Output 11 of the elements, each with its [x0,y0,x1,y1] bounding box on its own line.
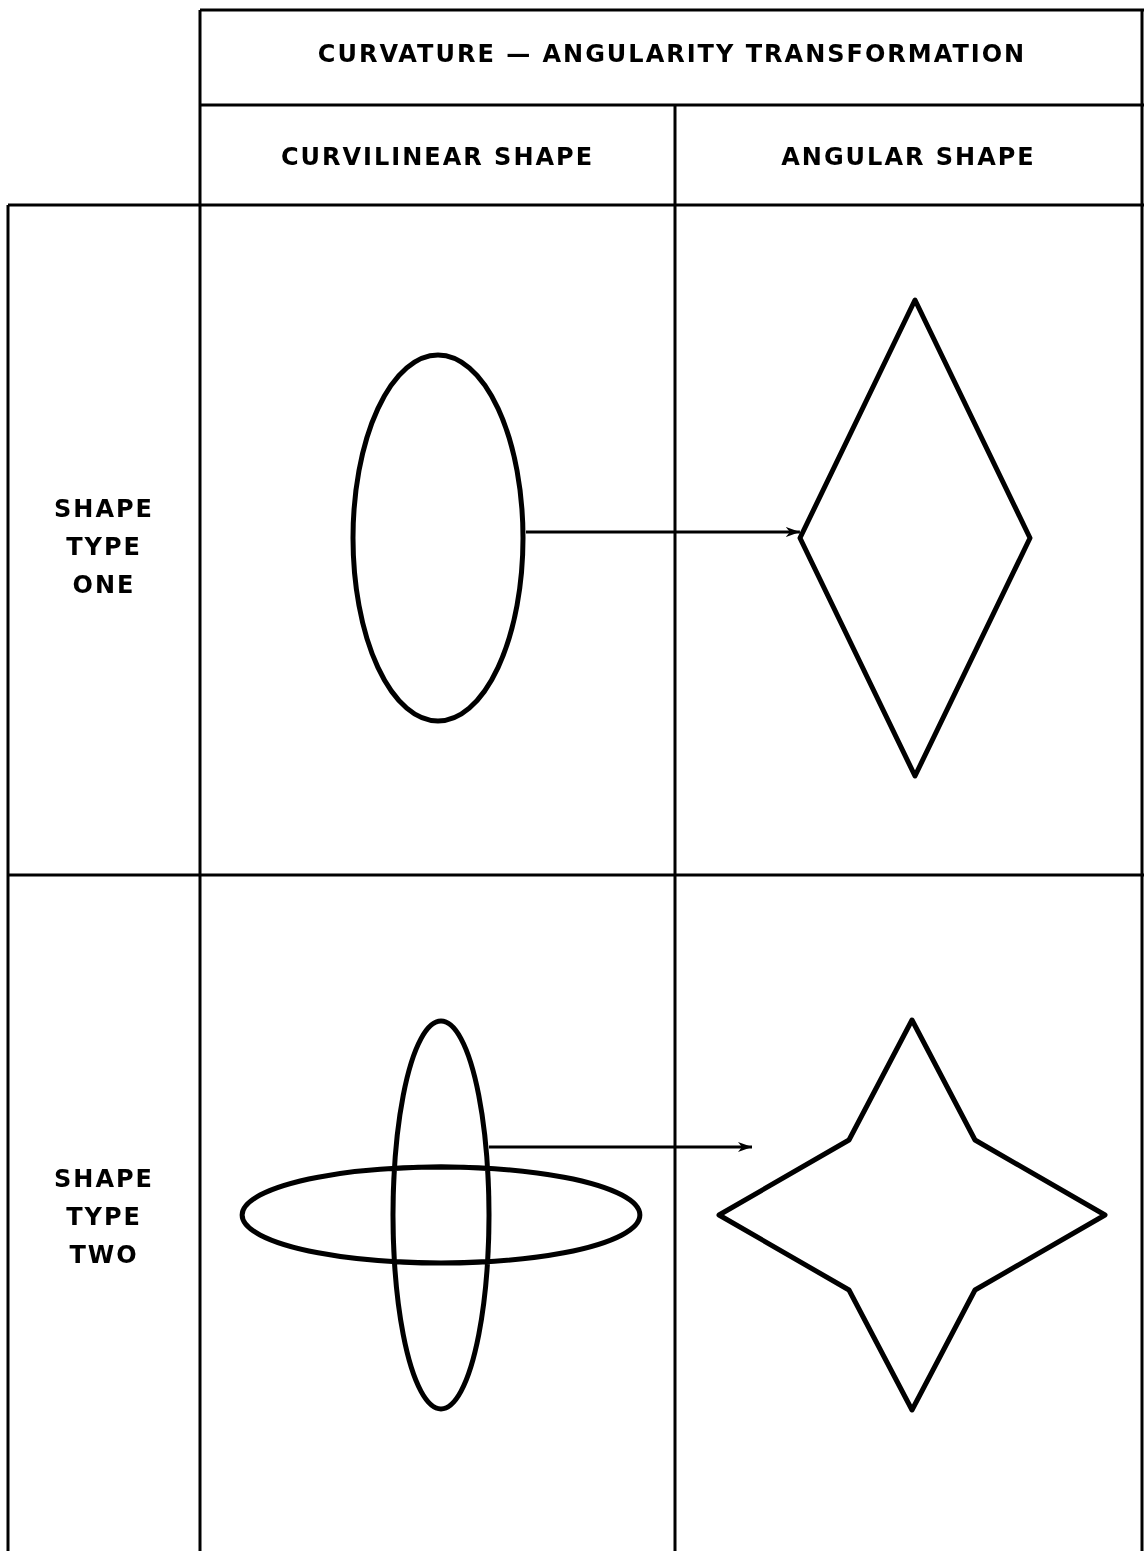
column-header: CURVILINEAR SHAPE [279,142,596,173]
row-header: SHAPE TYPE TWO [54,1164,154,1271]
star-outline [716,1017,1108,1413]
diamond-outline [797,297,1033,779]
arrow [525,527,800,537]
row-header: SHAPE TYPE ONE [54,494,154,601]
column-header: ANGULAR SHAPE [780,142,1037,173]
ellipse-outline [350,352,526,724]
table-header: CURVATURE — ANGULARITY TRANSFORMATION [316,39,1028,70]
arrow [488,1142,752,1152]
cross-outline [240,1018,642,1412]
